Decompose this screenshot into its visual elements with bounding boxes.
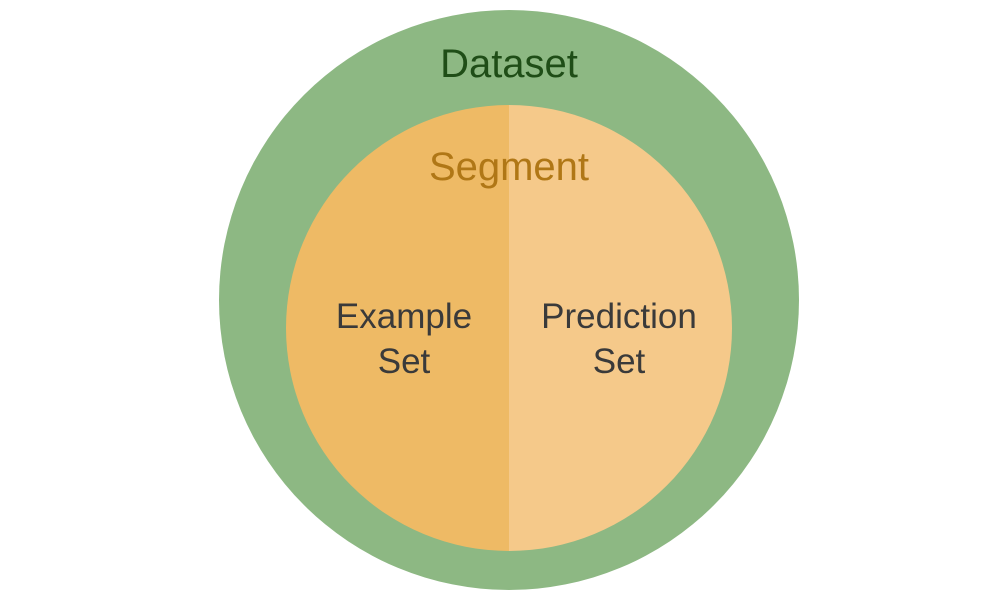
example-set-label-line1: Example <box>336 297 472 336</box>
prediction-set-label-line1: Prediction <box>541 297 697 336</box>
dataset-label: Dataset <box>440 42 578 86</box>
segment-label: Segment <box>429 145 589 189</box>
example-set-label-line2: Set <box>378 342 431 381</box>
prediction-set-label-line2: Set <box>593 342 646 381</box>
